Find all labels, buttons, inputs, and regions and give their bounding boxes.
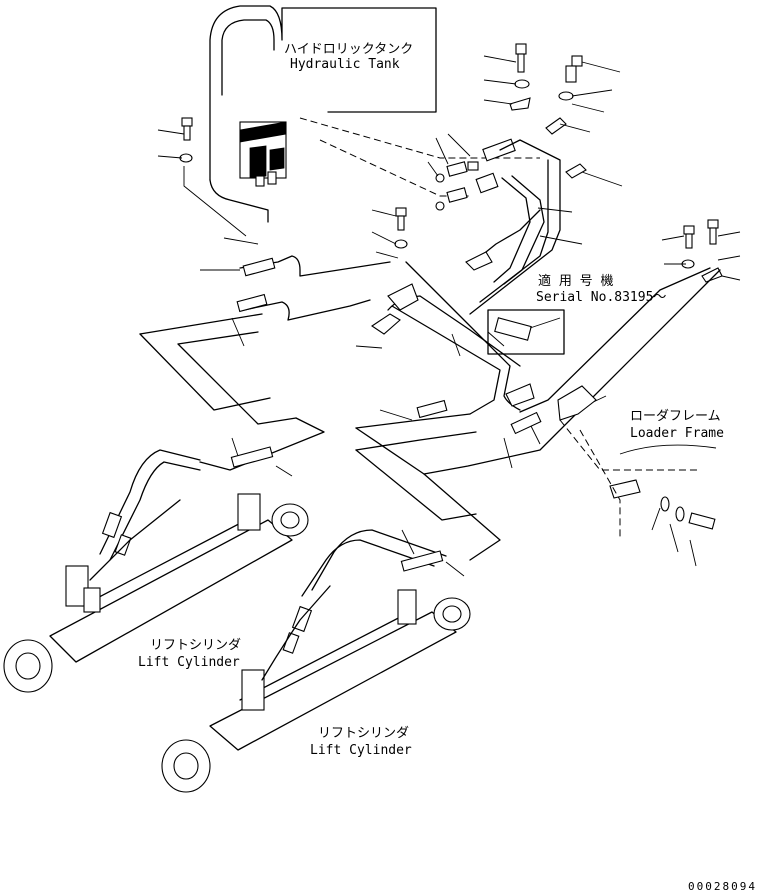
loader-frame — [559, 419, 717, 540]
lift-cylinder-2-label-jp: リフトシリンダ — [318, 726, 410, 741]
hydraulic-tank — [209, 5, 540, 223]
loader-frame-label-en: Loader Frame — [630, 426, 724, 441]
lift-cylinder-1-label-en: Lift Cylinder — [138, 655, 240, 670]
lift-cylinder-1 — [3, 493, 309, 693]
leader-lines — [157, 55, 741, 577]
tank-fittings — [435, 138, 516, 211]
serial-inset — [487, 309, 565, 355]
serial-label-en: Serial No.83195～ — [536, 290, 667, 305]
lift-cylinder-1-label-jp: リフトシリンダ — [150, 638, 242, 653]
hose-routing — [99, 139, 721, 597]
lift-cylinder-2 — [161, 585, 471, 793]
drawing-code: 00028094 — [688, 880, 757, 893]
control-valve — [239, 121, 287, 187]
loader-frame-label-jp: ローダフレーム — [630, 409, 721, 424]
serial-label-jp: 適 用 号 機 — [538, 274, 614, 289]
hydraulic-tank-label-jp: ハイドロリックタンク — [284, 42, 414, 57]
bolts — [179, 43, 723, 530]
hose-fittings — [230, 251, 641, 572]
lift-cylinder-2-label-en: Lift Cylinder — [310, 743, 412, 758]
hydraulic-tank-label-en: Hydraulic Tank — [290, 57, 400, 72]
